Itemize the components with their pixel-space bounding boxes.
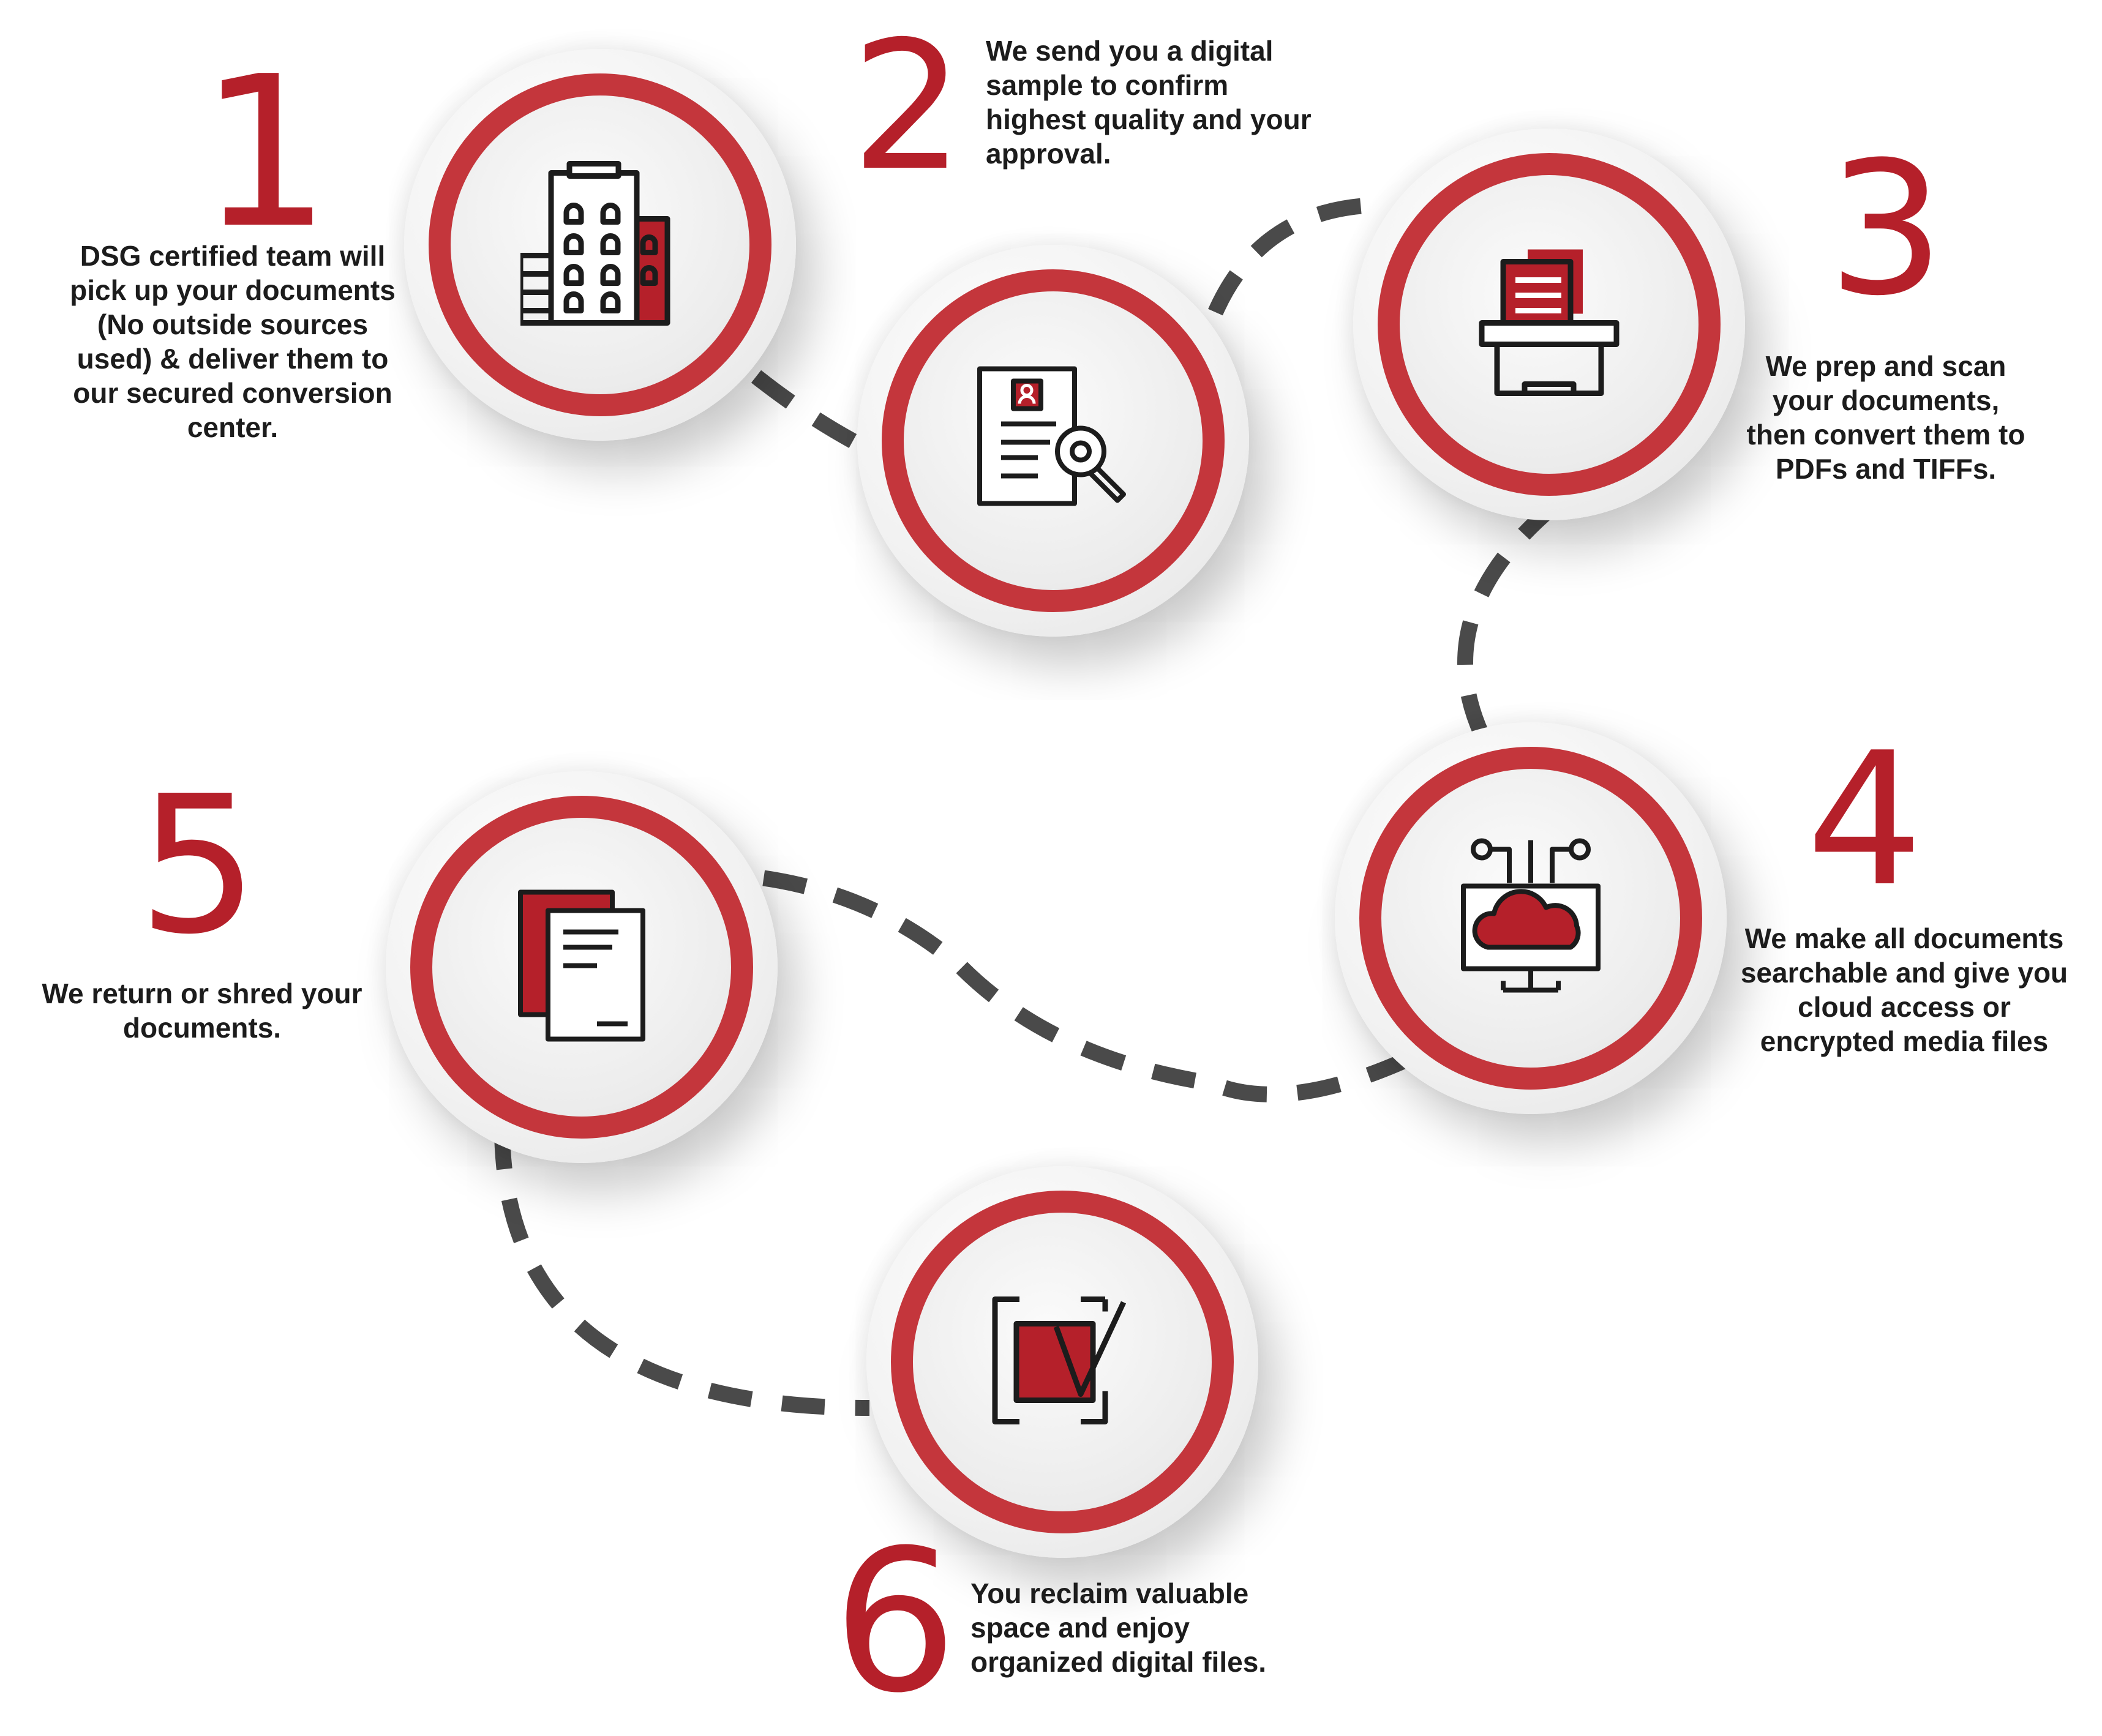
scanner-icon (1479, 247, 1620, 403)
step-text-1: DSG certified team will pick up your doc… (70, 240, 396, 443)
connector-1-2 (751, 370, 879, 460)
step-circle-5 (386, 771, 778, 1163)
step-number-4: 4 (1806, 713, 1923, 927)
step-ring-2 (882, 269, 1225, 612)
connector-3-4 (1457, 499, 1561, 738)
documents-stack-icon (514, 886, 649, 1049)
step-text-5: We return or shred your documents. (42, 978, 362, 1044)
step-ring-6 (891, 1191, 1234, 1533)
step-circle-2 (857, 245, 1249, 637)
step-circle-3 (1353, 129, 1745, 520)
connector-4-5 (740, 867, 1412, 1102)
step-circle-4 (1335, 722, 1727, 1114)
step-text-2: We send you a digital sample to confirm … (986, 35, 1312, 170)
step-ring-3 (1378, 153, 1721, 496)
step-circle-6 (866, 1166, 1258, 1558)
document-search-icon (974, 366, 1133, 516)
step-number-6: 6 (833, 1508, 958, 1736)
step-ring-1 (429, 73, 771, 416)
step-ring-5 (410, 796, 753, 1139)
step-text-3: We prep and scan your documents, then co… (1746, 350, 2025, 485)
checkbox-check-icon (989, 1293, 1136, 1431)
step-number-5: 5 (138, 755, 259, 976)
connector-2-3 (1208, 197, 1378, 316)
cloud-network-icon (1457, 837, 1604, 1000)
step-number-3: 3 (1828, 122, 1945, 336)
step-text-4: We make all documents searchable and giv… (1740, 922, 2068, 1057)
step-circle-1 (404, 49, 796, 441)
building-icon (517, 161, 680, 329)
step-number-2: 2 (851, 4, 964, 210)
step-number-1: 1 (199, 32, 332, 274)
step-ring-4 (1359, 747, 1702, 1090)
connector-5-6 (494, 1126, 870, 1416)
step-text-6: You reclaim valuable space and enjoy org… (970, 1577, 1267, 1678)
